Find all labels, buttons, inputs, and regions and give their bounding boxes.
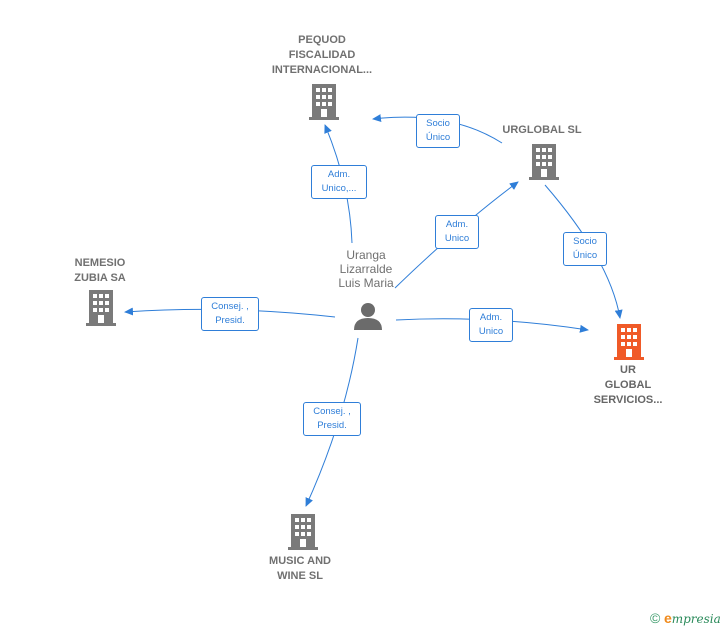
brand-name: mpresia bbox=[671, 612, 721, 626]
node-label-person[interactable]: Uranga Lizarralde Luis Maria bbox=[338, 248, 394, 290]
copyright-notice: © empresia bbox=[650, 610, 721, 626]
copyright-icon: © bbox=[650, 610, 661, 626]
edge-label-person-pequod[interactable]: Adm. Unico,... bbox=[311, 165, 367, 199]
node-label-ur-global[interactable]: UR GLOBAL SERVICIOS... bbox=[593, 364, 663, 406]
edge-label-person-urglobal[interactable]: Adm. Unico bbox=[435, 215, 479, 249]
building-icon[interactable] bbox=[288, 514, 318, 550]
edge-label-person-nemesio[interactable]: Consej. , Presid. bbox=[201, 297, 259, 331]
node-label-nemesio[interactable]: NEMESIO ZUBIA SA bbox=[74, 257, 126, 284]
building-icon[interactable] bbox=[86, 290, 116, 326]
edge-label-urglobal-pequod[interactable]: Socio Único bbox=[416, 114, 460, 148]
building-icon[interactable] bbox=[529, 144, 559, 180]
person-icon[interactable] bbox=[353, 302, 383, 330]
edge-label-person-music[interactable]: Consej. , Presid. bbox=[303, 402, 361, 436]
edge-label-urglobal-urglobalserv[interactable]: Socio Único bbox=[563, 232, 607, 266]
node-label-music[interactable]: MUSIC AND WINE SL bbox=[269, 555, 331, 582]
building-icon-main[interactable] bbox=[614, 324, 644, 360]
edge-label-person-urglobalserv[interactable]: Adm. Unico bbox=[469, 308, 513, 342]
empresia-logo-icon: e bbox=[663, 610, 672, 626]
building-icon[interactable] bbox=[309, 84, 339, 120]
node-label-urglobal-sl[interactable]: URGLOBAL SL bbox=[502, 124, 582, 136]
node-label-pequod[interactable]: PEQUOD FISCALIDAD INTERNACIONAL... bbox=[271, 34, 373, 76]
